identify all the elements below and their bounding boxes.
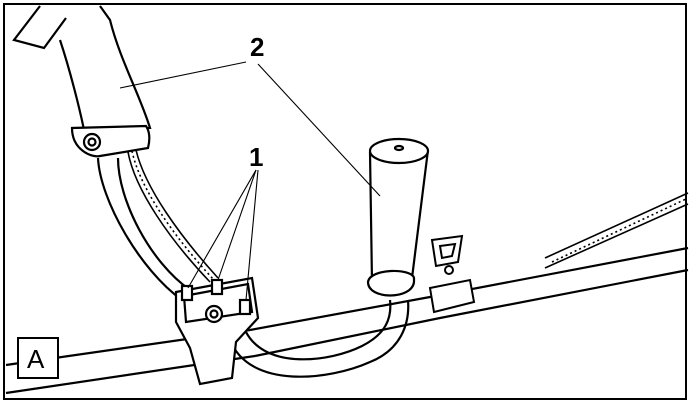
handle-clamp — [174, 276, 260, 386]
control-cable — [127, 149, 219, 283]
handle-bar-right — [228, 299, 410, 378]
leader-2-b — [257, 63, 381, 197]
leader-1-b — [217, 169, 257, 281]
leader-lines — [119, 61, 381, 301]
panel-label: A — [27, 344, 45, 374]
leader-2-a — [119, 61, 247, 89]
harness-bracket — [428, 234, 476, 314]
panel-label-box — [17, 337, 59, 379]
right-grip — [366, 137, 430, 297]
leader-1-a — [187, 169, 257, 289]
leader-1-c — [245, 169, 259, 301]
drive-shaft — [544, 192, 689, 269]
callout-2: 2 — [250, 32, 264, 62]
callout-1: 1 — [249, 142, 263, 172]
upper-grip — [12, 5, 152, 158]
handle-bar-left — [96, 157, 191, 301]
